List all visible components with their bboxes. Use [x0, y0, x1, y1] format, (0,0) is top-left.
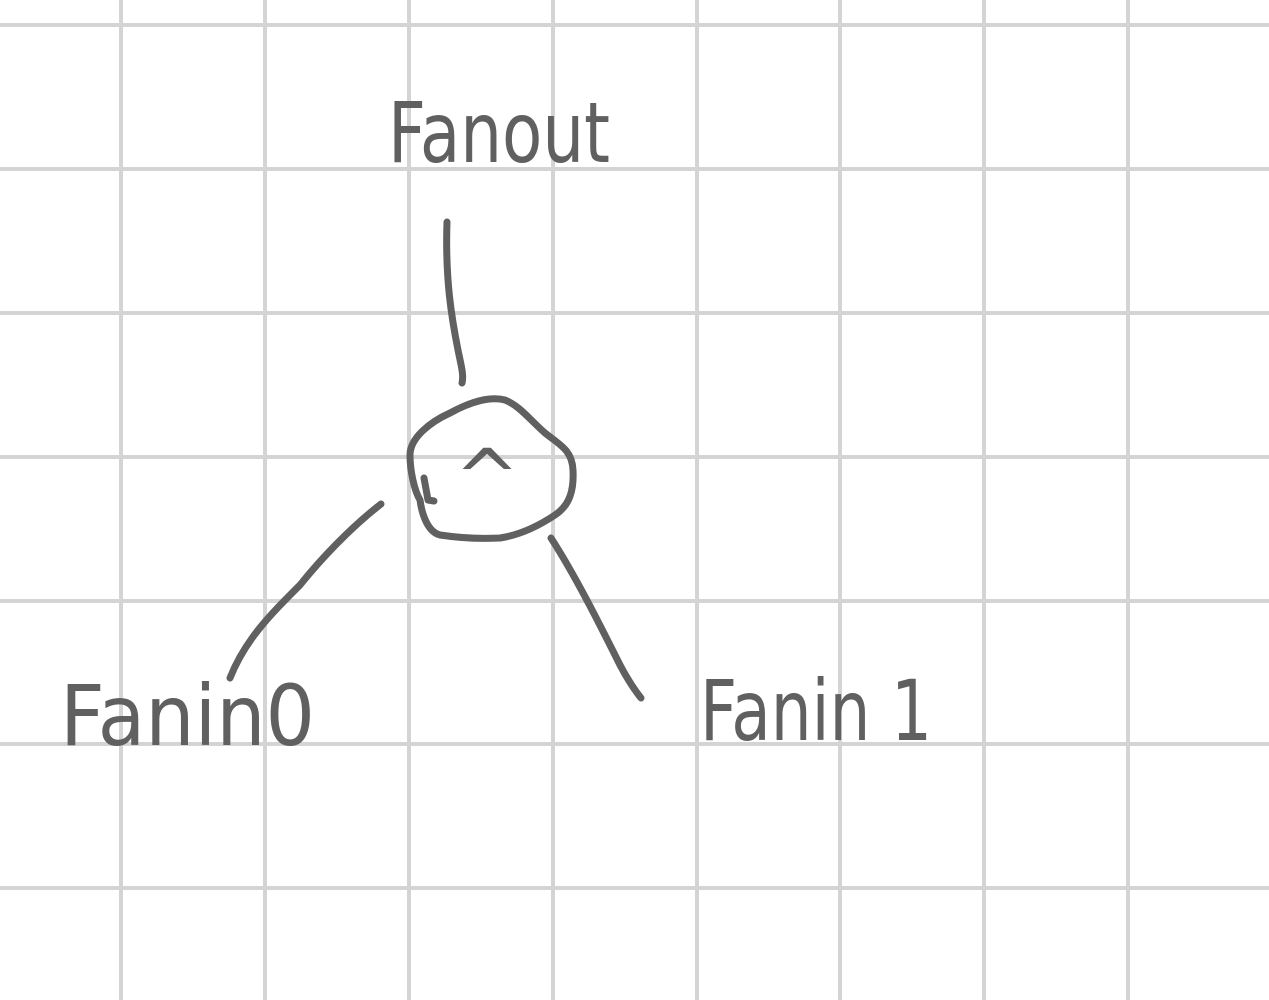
- and-symbol: ^: [454, 434, 519, 524]
- and-gate-circle: [406, 395, 577, 542]
- label-fanout: Fanout: [388, 84, 610, 182]
- and-gate-tick: [420, 474, 438, 505]
- label-fanin0: Fanin0: [60, 667, 315, 765]
- edge-gate-to-fanin1: [547, 534, 645, 702]
- edge-fanout-to-gate: [443, 218, 467, 387]
- edge-gate-to-fanin0: [226, 500, 385, 682]
- label-fanin1: Fanin 1: [700, 662, 932, 760]
